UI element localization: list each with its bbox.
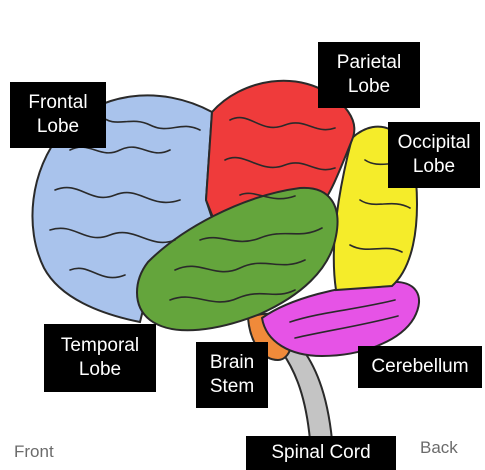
cerebellum-label: Cerebellum	[358, 346, 482, 388]
frontal-lobe-label-line2: Lobe	[37, 115, 79, 139]
brain-stem-label-line1: Brain	[210, 351, 254, 375]
temporal-lobe-label-line1: Temporal	[61, 334, 139, 358]
occipital-lobe-label-line1: Occipital	[398, 131, 471, 155]
parietal-lobe-label-line2: Lobe	[348, 75, 390, 99]
brain-stem-label-line2: Stem	[210, 375, 254, 399]
front-orientation-label: Front	[14, 442, 54, 462]
occipital-lobe-label: Occipital Lobe	[388, 122, 480, 188]
cerebellum-label-text: Cerebellum	[371, 355, 468, 379]
spinal-cord-label-text: Spinal Cord	[271, 441, 370, 465]
spinal-cord-region	[282, 346, 332, 440]
spinal-cord-label: Spinal Cord	[246, 436, 396, 470]
frontal-lobe-label: Frontal Lobe	[10, 82, 106, 148]
parietal-lobe-label-line1: Parietal	[337, 51, 401, 75]
temporal-lobe-label-line2: Lobe	[79, 358, 121, 382]
frontal-lobe-label-line1: Frontal	[28, 91, 87, 115]
temporal-lobe-label: Temporal Lobe	[44, 324, 156, 392]
brain-stem-label: Brain Stem	[196, 342, 268, 408]
parietal-lobe-label: Parietal Lobe	[318, 42, 420, 108]
occipital-lobe-label-line2: Lobe	[413, 155, 455, 179]
back-orientation-label: Back	[420, 438, 458, 458]
